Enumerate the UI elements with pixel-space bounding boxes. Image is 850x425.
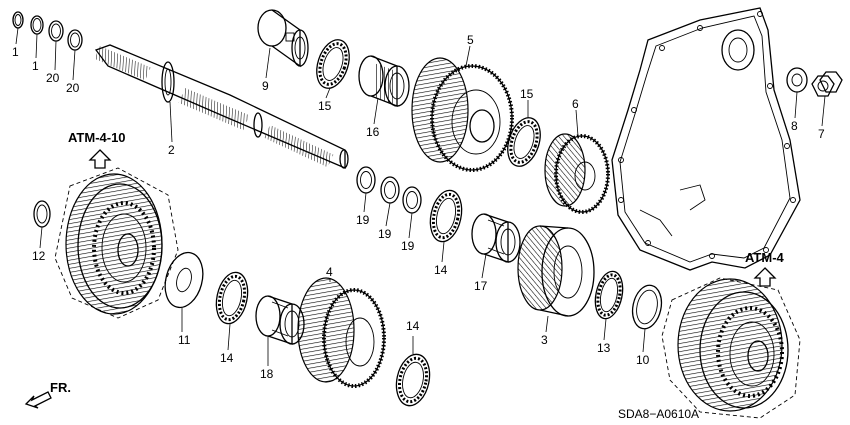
callout-17: 17: [474, 279, 488, 293]
callout-numbers: 1 1 20 20 2 9 15 16 5 15 6 8 7 19 19 19 …: [12, 33, 825, 381]
front-direction-indicator: FR.: [24, 380, 71, 409]
callout-1a: 1: [12, 45, 19, 59]
callout-19b: 19: [378, 227, 392, 241]
washer-19a: [356, 166, 376, 194]
gear-4: [297, 277, 386, 388]
thrust-washer-15a: [316, 39, 350, 89]
callout-10: 10: [636, 353, 650, 367]
washer-8: [786, 67, 808, 93]
front-label: FR.: [50, 380, 71, 395]
callout-20b: 20: [66, 81, 80, 95]
thrust-bearing-13: [594, 270, 624, 320]
up-arrow-icon: [88, 149, 112, 169]
thrust-washer-15b: [507, 117, 541, 167]
callout-6: 6: [572, 97, 579, 111]
washer-10: [631, 284, 663, 330]
callout-1b: 1: [32, 59, 39, 73]
callout-16: 16: [366, 125, 380, 139]
clutch-assembly-left: [54, 167, 179, 319]
reference-atm-4: ATM-4: [745, 250, 785, 287]
thrust-washer-20a: [48, 20, 64, 42]
callout-14a: 14: [434, 263, 448, 277]
callout-15b: 15: [520, 87, 534, 101]
gear-6: [544, 133, 610, 214]
callout-14c: 14: [406, 319, 420, 333]
clutch-assembly-right: [661, 277, 801, 419]
needle-bearing-18: [255, 295, 305, 345]
snap-ring-1a: [12, 11, 24, 29]
washer-19b: [380, 176, 400, 204]
callout-4: 4: [326, 265, 333, 279]
snap-ring-12: [33, 200, 51, 228]
diagram-code: SDA8−A0610A: [618, 407, 699, 421]
callout-5: 5: [467, 33, 474, 47]
washer-19c: [402, 186, 422, 214]
thrust-bearing-14c: [395, 353, 431, 407]
leader-lines: [15, 27, 826, 366]
callout-7: 7: [818, 127, 825, 141]
transmission-cover-gasket: [611, 7, 801, 271]
thrust-plate-11: [164, 251, 204, 309]
front-arrow-icon: [24, 391, 52, 409]
bearing-sleeve: [257, 9, 309, 68]
gear-3: [517, 225, 595, 317]
callout-19a: 19: [356, 213, 370, 227]
callout-2: 2: [168, 143, 175, 157]
needle-bearing-16: [358, 55, 410, 107]
callout-9: 9: [262, 79, 269, 93]
reference-label-atm-4: ATM-4: [745, 250, 785, 265]
snap-ring-1b: [30, 15, 44, 35]
callout-3: 3: [541, 333, 548, 347]
callout-13: 13: [597, 341, 611, 355]
thrust-washer-20b: [67, 29, 83, 51]
callout-12: 12: [32, 249, 46, 263]
thrust-bearing-14a: [429, 189, 463, 243]
up-arrow-icon: [753, 267, 777, 287]
reference-atm-4-10: ATM-4-10: [68, 130, 126, 169]
reference-label-atm-4-10: ATM-4-10: [68, 130, 126, 145]
gear-5: [411, 57, 514, 172]
lock-nut-7: [811, 71, 843, 97]
callout-11: 11: [178, 333, 191, 347]
callout-20a: 20: [46, 71, 60, 85]
callout-14b: 14: [220, 351, 234, 365]
thrust-bearing-14b: [215, 271, 249, 325]
callout-19c: 19: [401, 239, 415, 253]
mainshaft: [94, 44, 349, 169]
callout-15a: 15: [318, 99, 332, 113]
needle-bearing-17: [471, 213, 521, 263]
callout-8: 8: [791, 119, 798, 133]
callout-18: 18: [260, 367, 274, 381]
